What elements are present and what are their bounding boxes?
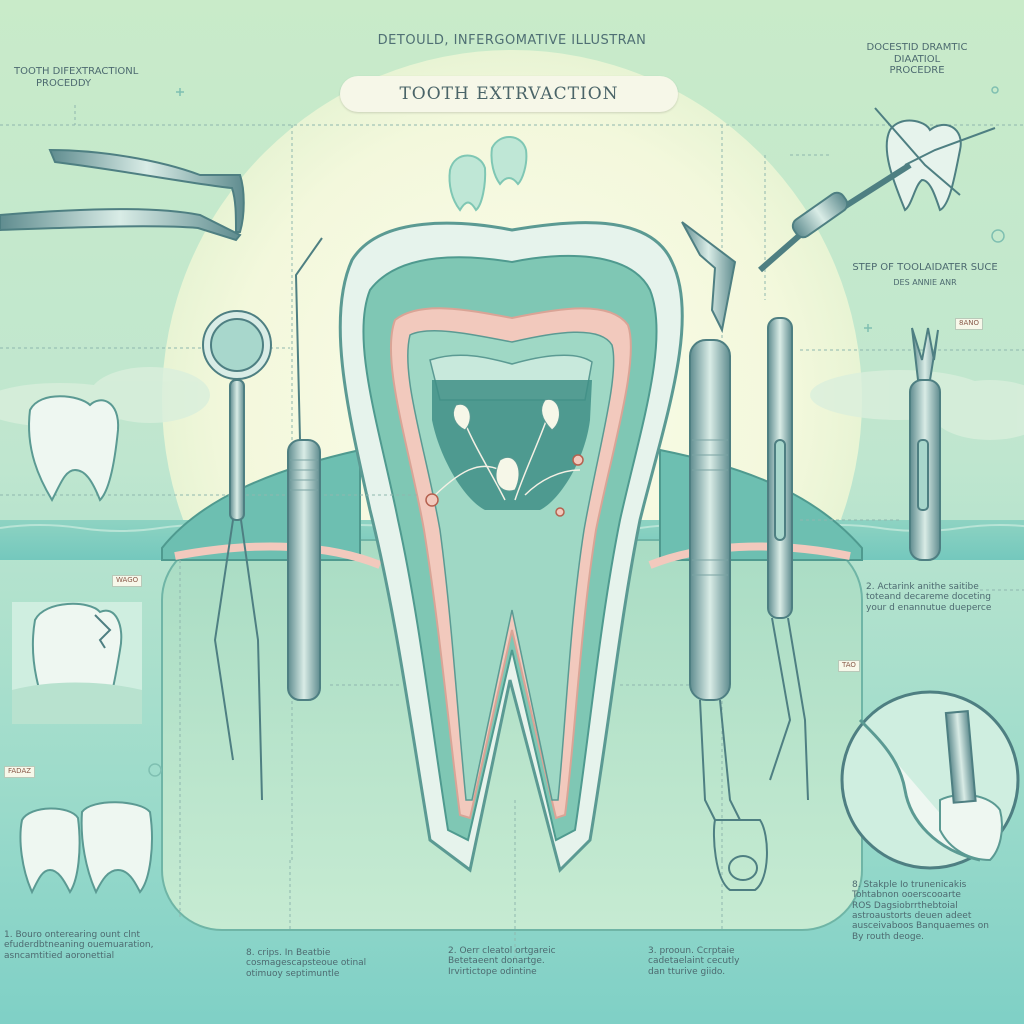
tooth-icon-left-1 [28,395,120,503]
diagram-title: TOOTH EXTRVACTION [340,76,678,112]
steps-heading: STEP OF TOOLAIDATER SUCE [852,262,998,273]
top-right-label: DOCESTID DRAMTIC DIAATIOL PROCEDRE [842,42,992,77]
tooth-icon-pair [19,801,153,895]
instrument-forceps-top-right [758,107,996,273]
note-line: 8. crips. In Beatbie [246,948,331,958]
instrument-forceps-right [767,317,809,801]
top-left-label: TOOTH DIFEXTRACTIONL PROCEDDY [14,66,174,89]
note-line: Tohtabnon ooerscooarte [852,890,961,901]
note-line: otimuoy septimuntle [246,968,340,979]
note-right-2: 8. Stakple Io trunenicakis Tohtabnon ooe… [852,880,1022,942]
steps-subheading: DES ANNIE ANR [893,278,957,287]
zoom-detail-circle [840,690,1020,870]
instrument-explorer-left [287,237,323,701]
top-left-label-line: TOOTH DIFEXTRACTIONL [14,66,139,77]
note-line: 8. Stakple Io trunenicakis [852,880,967,890]
note-line: Betetaeent donartge. [448,956,545,967]
tooth-icon-decayed [12,602,142,724]
note-line: cadetaelaint cecutly [648,956,740,967]
tag-label: 8ANO [955,318,983,330]
note-bottom-left: 1. Bouro onterearing ount clnt efuderdbt… [4,930,174,961]
small-tooth-icons-top [448,136,528,212]
note-bottom-2: 2. Oerr cleatol ortgareic Betetaeent don… [448,946,598,977]
top-right-label-line: DIAATIOL [893,53,941,65]
note-line: cosmagescapsteoue otinal [246,958,367,969]
note-bottom-1: 8. crips. In Beatbie cosmagescapsteoue o… [246,948,396,979]
note-line: asncamtitied aoronettial [4,950,115,961]
instrument-elevator-right [909,327,941,561]
note-line: 1. Bouro onterearing ount clnt [4,930,140,940]
note-line: ausceivaboos Banquaemes on [852,921,989,932]
decorative-sparkles [148,86,1005,777]
instrument-dental-mirror [202,310,272,801]
note-line: astroaustorts deuen adeet [852,911,972,922]
note-line: 2. Oerr cleatol ortgareic [448,946,556,956]
top-right-label-line: DOCESTID DRAMTIC [866,42,968,53]
note-line: your d enannutue dueperce [866,602,992,613]
instrument-scaler-right [681,221,768,891]
note-line: toteand decareme doceting [866,592,991,603]
note-line: 2. Actarink anithe saitibe [866,582,979,592]
note-line: dan tturive giido. [648,966,726,977]
tooth-cross-section [338,221,684,873]
note-line: ROS Dagsiobrrthebtoial [852,900,958,911]
note-line: 3. prooun. Ccrptaie [648,946,735,956]
note-bottom-3: 3. prooun. Ccrptaie cadetaelaint cecutly… [648,946,798,977]
note-line: Irvirtictope odintine [448,966,537,977]
top-left-label-line: PROCEDDY [36,77,92,89]
tag-label: TAO [838,660,860,672]
diagram-subtitle: DETOULD, INFERGOMATIVE ILLUSTRAN [377,33,647,48]
note-right-1: 2. Actarink anithe saitibe toteand decar… [866,582,1022,613]
note-line: By routh deoge. [852,931,925,942]
instrument-elevator-top-left [0,148,245,242]
tag-label: FADAZ [4,766,36,778]
note-line: efuderdbtneaning ouemuaration, [4,940,154,951]
tag-label: WAGO [112,575,143,587]
top-right-label-line: PROCEDRE [889,65,945,76]
